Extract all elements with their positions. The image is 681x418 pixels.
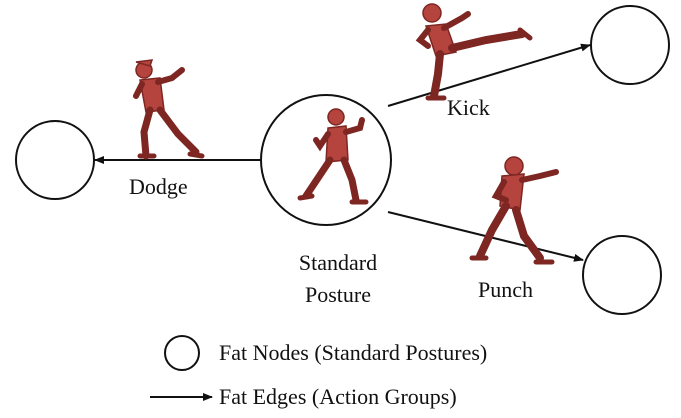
punch-label: Punch bbox=[478, 277, 533, 302]
kick-label: Kick bbox=[447, 95, 490, 120]
legend-edge-text: Fat Edges (Action Groups) bbox=[219, 384, 457, 409]
dodge-label: Dodge bbox=[129, 174, 188, 199]
fighter-dodge-icon bbox=[133, 59, 205, 160]
fighter-punch-icon bbox=[469, 156, 559, 265]
dodge-target-node bbox=[15, 120, 95, 200]
kick-edge bbox=[387, 43, 591, 107]
fighter-stance-icon bbox=[297, 108, 369, 205]
standard-posture-label-line2: Posture bbox=[305, 282, 371, 307]
punch-target-node bbox=[582, 235, 662, 315]
legend-node-text: Fat Nodes (Standard Postures) bbox=[219, 340, 488, 365]
legend-node-symbol bbox=[164, 335, 200, 371]
fighter-kick-icon bbox=[415, 3, 533, 101]
kick-target-node bbox=[590, 5, 670, 85]
standard-posture-label-line1: Standard bbox=[298, 250, 378, 275]
